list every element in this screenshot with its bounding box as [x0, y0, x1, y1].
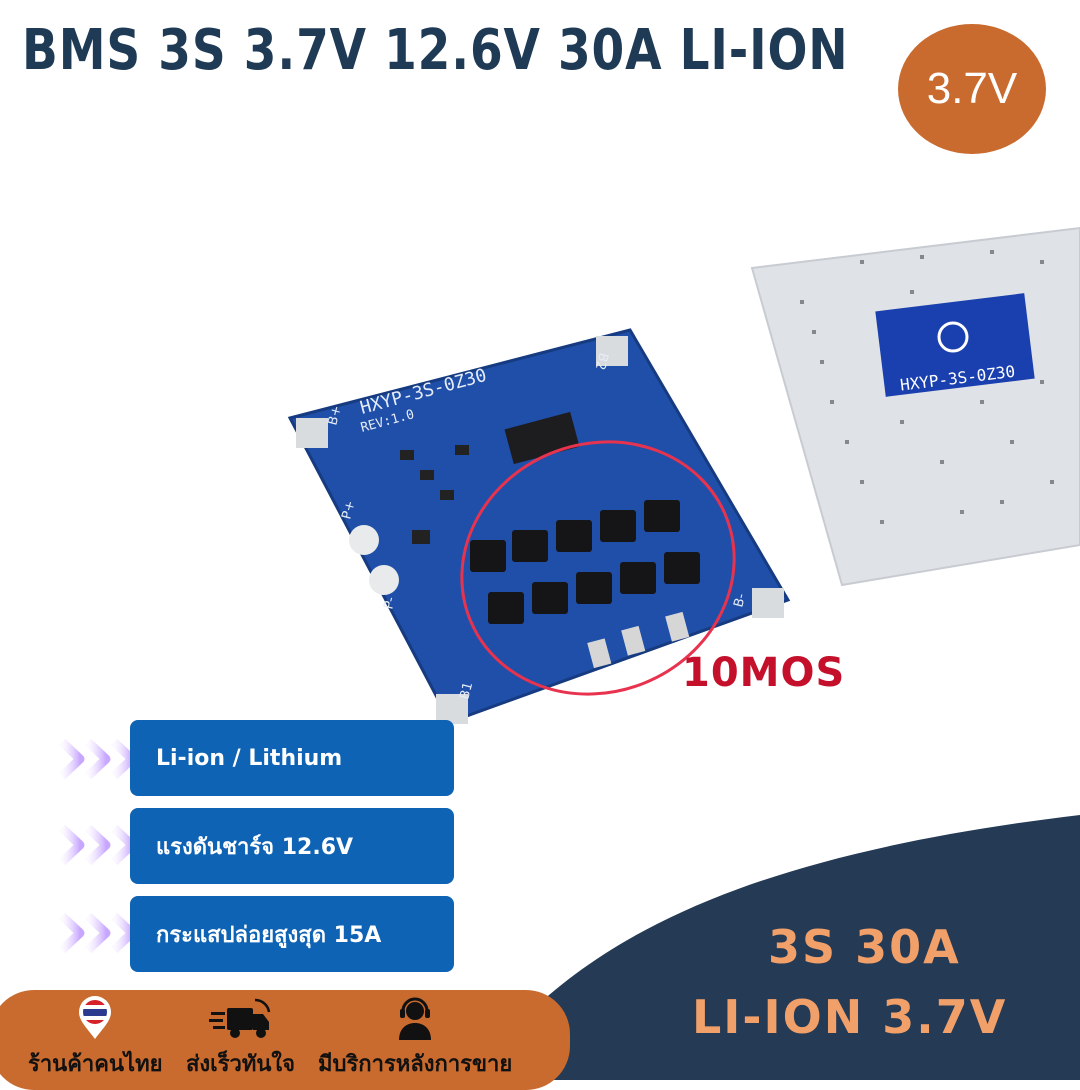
badge-label: ร้านค้าคนไทย — [28, 1052, 163, 1077]
feature-charge-voltage: แรงดันชาร์จ 12.6V — [130, 808, 454, 884]
pad-label-p-plus: P+ — [339, 499, 358, 521]
spec-chemistry-voltage: LI-ION 3.7V — [692, 990, 1008, 1044]
badge-after-sales: มีบริการหลังการขาย — [318, 996, 512, 1081]
aluminium-shield-plate: HXYP-3S-0Z30 — [750, 226, 1080, 587]
thai-flag-pin-icon — [79, 996, 112, 1039]
feature-label: แรงดันชาร์จ 12.6V — [156, 834, 354, 860]
badge-label: มีบริการหลังการขาย — [318, 1052, 513, 1077]
feature-max-discharge: กระแสปล่อยสูงสุด 15A — [130, 896, 454, 972]
pad-label-b1: B1 — [457, 681, 476, 701]
pad-label-b-plus: B+ — [325, 404, 345, 427]
badge-fast-delivery: ส่งเร็วทันใจ — [186, 996, 295, 1081]
page-title: BMS 3S 3.7V 12.6V 30A LI-ION — [22, 18, 849, 83]
bms-pcb-board: HXYP-3S-0Z30 REV:1.0 B+ B2 P+ P- B- B1 — [287, 328, 791, 724]
pad-label-b2: B2 — [592, 351, 611, 371]
support-agent-icon — [399, 997, 432, 1040]
badge-label: ส่งเร็วทันใจ — [186, 1052, 296, 1077]
mos-highlight-circle — [460, 440, 736, 696]
delivery-truck-icon — [208, 998, 270, 1038]
pad-label-b-minus: B- — [731, 592, 749, 609]
mos-callout-label: 10MOS — [682, 650, 846, 696]
feature-label: Li-ion / Lithium — [156, 745, 343, 771]
spec-cell-current: 3S 30A — [768, 920, 961, 974]
badge-thai-shop: ร้านค้าคนไทย — [28, 996, 163, 1081]
feature-battery-type: Li-ion / Lithium — [130, 720, 454, 796]
feature-label: กระแสปล่อยสูงสุด 15A — [156, 922, 382, 948]
pad-label-p-minus: P- — [381, 595, 399, 611]
voltage-badge: 3.7V — [898, 24, 1046, 154]
